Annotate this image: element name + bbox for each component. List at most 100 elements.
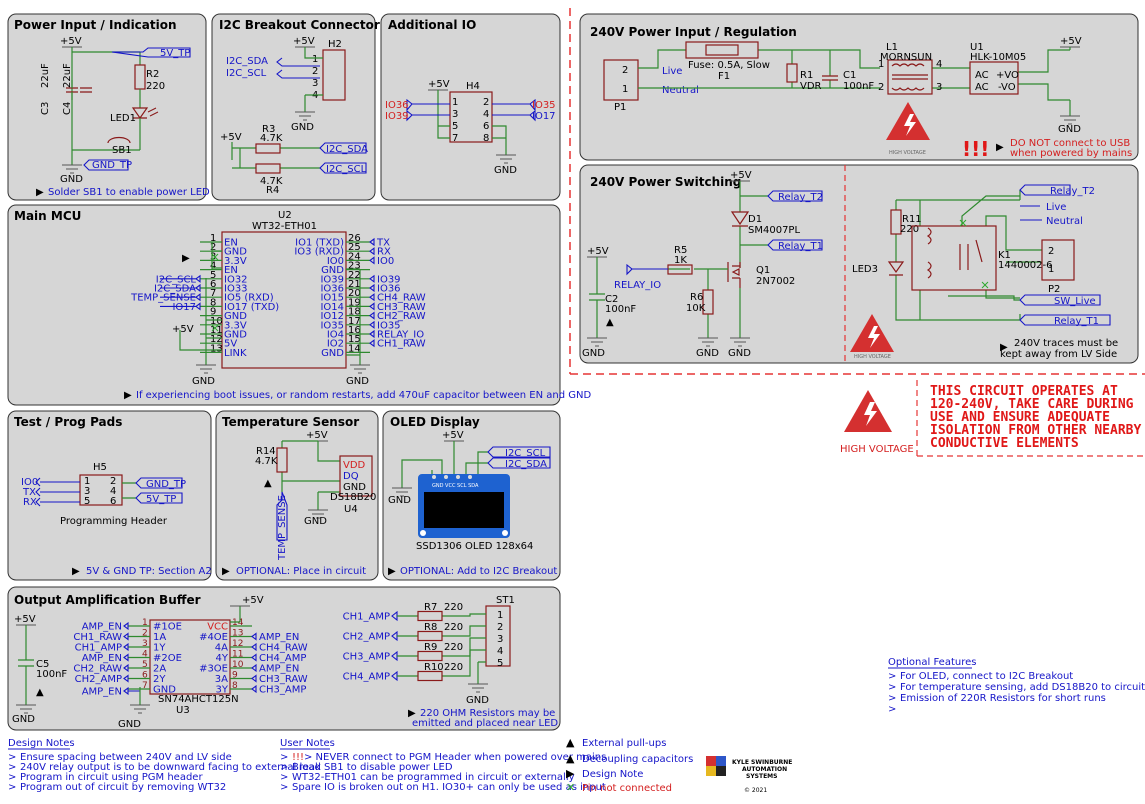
mcu-net-rx: RX [377, 247, 391, 258]
c5-value: 100nF [36, 669, 67, 680]
big-warning-line-4: ISOLATION FROM OTHER NEARBY [930, 423, 1141, 438]
c3-label: C3 [40, 102, 51, 115]
svg-text:>: > [8, 782, 16, 793]
note-arrow-switching: ▶ [1000, 342, 1008, 353]
buffer-note-1: 220 OHM Resistors may be [420, 708, 555, 719]
buffer-pin-num-5: 5 [142, 660, 148, 670]
user-note-2: Break SB1 to disable power LED [292, 762, 453, 773]
design-notes-title: Design Notes [8, 738, 75, 749]
logo-year: © 2021 [744, 787, 767, 794]
buffer-pin-num-3: 3 [142, 639, 148, 649]
buffer-pin-num-1: 1 [142, 618, 148, 628]
r1-label: R1 [800, 70, 813, 81]
r11-label: R11 [902, 214, 922, 225]
svg-text:6: 6 [483, 121, 489, 132]
output-buffer-circuit: +5V C5 100nF ▲ GND SN74AHCT125N U3 #1OE1… [12, 595, 558, 730]
io35-label: IO35 [532, 100, 556, 111]
p1-label: P1 [614, 102, 626, 113]
mcu-net-ch3_raw: CH3_RAW [377, 302, 426, 313]
power-input-note: Solder SB1 to enable power LED [48, 187, 210, 198]
p240-gnd-label: GND [1058, 124, 1081, 135]
power-switching-title: 240V Power Switching [590, 175, 741, 189]
main-mcu-note: If experiencing boot issues, or random r… [136, 390, 591, 401]
mcu-pin-num-11: 11 [210, 325, 223, 336]
buffer-net-right-2: CH4_RAW [259, 643, 308, 654]
user-notes-title: User Notes [280, 738, 335, 749]
tp-io0-label: IO0 [21, 477, 38, 488]
additional-io-title: Additional IO [388, 18, 476, 32]
buffer-net-left-4: CH2_RAW [73, 664, 122, 675]
power-gnd-label: GND [60, 174, 83, 185]
q1-value: 2N7002 [756, 276, 795, 287]
buffer-net-right-4: AMP_EN [259, 664, 299, 675]
note-arrow-buffer: ▶ [408, 708, 416, 719]
svg-text:7: 7 [452, 133, 458, 144]
mcu-pin-14: GND [321, 348, 344, 359]
u4-vdd: VDD [343, 460, 366, 471]
mcu-pin-4: EN [224, 265, 238, 276]
k1-label: K1 [998, 250, 1011, 261]
usb-warning-2: when powered by mains [1010, 148, 1132, 159]
tp-5v-label: 5V_TP [160, 48, 190, 59]
c4-label: C4 [62, 102, 73, 115]
buffer-gnd-mid: GND [118, 719, 141, 730]
buffer-pin-num-14: 14 [232, 618, 244, 628]
buffer-pin-10: #3OE [199, 664, 228, 675]
main-mcu-circuit: U2 WT32-ETH01 EN1GND23.3V3EN4IO325I2C_SC… [124, 210, 591, 401]
temp-sensor-circuit: +5V R14 4.7K VDD DQ GND DS18B20 U4 GND ▲… [222, 430, 376, 577]
mcu-pin-num-7: 7 [210, 288, 216, 299]
buffer-pin-6: 2Y [153, 674, 166, 685]
u1-module [969, 61, 1019, 95]
legend: ▲ External pull-ups ▲ Decoupling capacit… [566, 736, 693, 794]
mcu-pin-num-10: 10 [210, 316, 223, 327]
mcu-5v-label: +5V [172, 324, 194, 335]
mcu-pin-num-16: 16 [348, 325, 361, 336]
i2c-scl-label: I2C_SCL [226, 68, 267, 79]
r5-label: R5 [674, 245, 687, 256]
switching-note-2: kept away from LV Side [1000, 349, 1117, 360]
mcu-net-io39: IO39 [377, 274, 401, 285]
u4-value: DS18B20 [330, 492, 376, 503]
pullup-5v-label: +5V [220, 132, 242, 143]
mcu-pin-num-9: 9 [210, 307, 216, 318]
r2-label: R2 [146, 69, 159, 80]
mcu-pin-num-20: 20 [348, 288, 361, 299]
r7-label: R7 [424, 602, 437, 613]
u1-label: U1 [970, 42, 984, 53]
legend-design-note-text: Design Note [582, 769, 643, 780]
c3-value: 22uF [40, 63, 51, 88]
c2-label: C2 [605, 294, 618, 305]
high-voltage-icon-1: HIGH VOLTAGE [886, 102, 930, 156]
amp-net-3: CH3_AMP [343, 652, 390, 663]
buffer-net-left-1: CH1_RAW [73, 632, 122, 643]
c1-value: 100nF [843, 81, 874, 92]
mcu-net-io0: IO0 [377, 256, 394, 267]
buffer-net-right-3: CH4_AMP [259, 653, 306, 664]
big-warning-line-3: USE AND ENSURE ADEQUATE [930, 410, 1110, 425]
mcu-pin-num-19: 19 [348, 297, 361, 308]
test-prog-title: Test / Prog Pads [14, 415, 122, 429]
svg-text:1: 1 [84, 476, 90, 487]
test-prog-circuit: H5 135 246 IO0 TX RX GND_TP 5V_TP Progra… [21, 462, 212, 577]
tp-tx-label: TX [22, 487, 36, 498]
u2-label: U2 [278, 210, 292, 221]
user-note-4: Spare IO is broken out on H1. IO30+ can … [292, 782, 606, 793]
hv-neutral: Neutral [1046, 216, 1083, 227]
buffer-vcc-5v: +5V [242, 595, 264, 606]
r9-label: R9 [424, 642, 437, 653]
i2c-5v-label: +5V [293, 36, 315, 47]
buffer-pin-13: #4OE [199, 632, 228, 643]
tp-gnd-label: GND_TP [92, 160, 132, 171]
mcu-pin-num-23: 23 [348, 261, 361, 272]
r14-value: 4.7K [255, 456, 278, 467]
mcu-net-ch4_raw: CH4_RAW [377, 293, 426, 304]
io-gnd-label: GND [494, 165, 517, 176]
big-warning-line-5: CONDUCTIVE ELEMENTS [930, 436, 1079, 451]
mcu-pin-21: IO36 [320, 284, 344, 295]
note-arrow-240: ▶ [996, 142, 1004, 153]
mcu-pin-6: IO33 [224, 284, 248, 295]
design-note-3: Program in circuit using PGM header [20, 772, 203, 783]
mcu-pin-10: 3.3V [224, 320, 247, 331]
buffer-pin-num-6: 6 [142, 671, 148, 681]
